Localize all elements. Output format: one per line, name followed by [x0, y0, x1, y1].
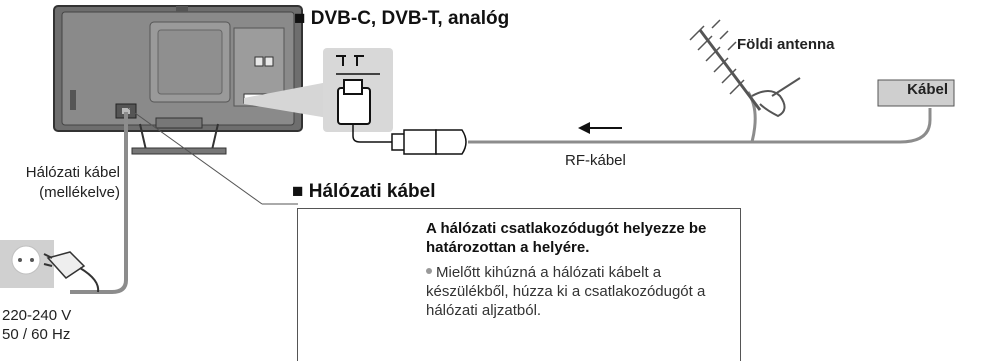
tv-rear-illustration [53, 5, 303, 155]
power-plug-icon [43, 251, 100, 293]
mains-cable [70, 112, 128, 294]
bullet-icon [426, 268, 432, 275]
mains-section-heading: ■ Hálózati kábel [292, 181, 435, 203]
mains-instruction-box [297, 208, 741, 361]
rf-cable [468, 108, 932, 144]
mains-section-title: Hálózati kábel [308, 181, 436, 202]
cable-label: Kábel [907, 81, 948, 98]
rf-cable-label: RF-kábel [565, 152, 626, 169]
voltage-label: 220-240 V [2, 307, 72, 324]
wall-socket-icon [0, 240, 54, 288]
mains-instruction-bullet-text: Mielőtt kihúzná a hálózati kábelt a kész… [426, 264, 706, 319]
square-bullet-icon: ■ [292, 181, 304, 202]
rf-socket-detail [323, 48, 393, 143]
rf-section-heading: ■ DVB-C, DVB-T, analóg [294, 8, 509, 30]
mains-lead-label-line1: Hálózati kábel [25, 164, 120, 181]
rf-connector-icon [391, 129, 467, 155]
rf-section-title: DVB-C, DVB-T, analóg [310, 8, 510, 29]
arrow-left-icon [578, 122, 622, 134]
square-bullet-icon: ■ [294, 8, 306, 29]
mains-instruction-bullet: Mielőtt kihúzná a hálózati kábelt a kész… [426, 263, 732, 320]
antenna-icon [689, 19, 801, 118]
mains-instruction-main: A hálózati csatlakozódugót helyezze be h… [426, 220, 707, 256]
mains-lead-label-line2: (mellékelve) [39, 184, 120, 201]
terrestrial-antenna-label: Földi antenna [737, 36, 835, 53]
frequency-label: 50 / 60 Hz [2, 326, 71, 343]
